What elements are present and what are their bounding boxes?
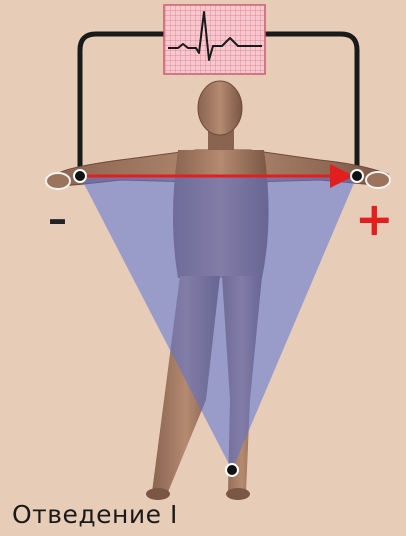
positive-pole-label: + <box>355 196 394 242</box>
electrode-left-arm <box>351 170 363 182</box>
electrode-right-arm <box>74 170 86 182</box>
lead-triangle <box>80 176 357 470</box>
lead-caption: Отведение I <box>12 500 178 529</box>
negative-pole-label: – <box>48 200 67 238</box>
ecg-trace-icon <box>164 5 265 74</box>
electrode-left-leg <box>226 464 238 476</box>
